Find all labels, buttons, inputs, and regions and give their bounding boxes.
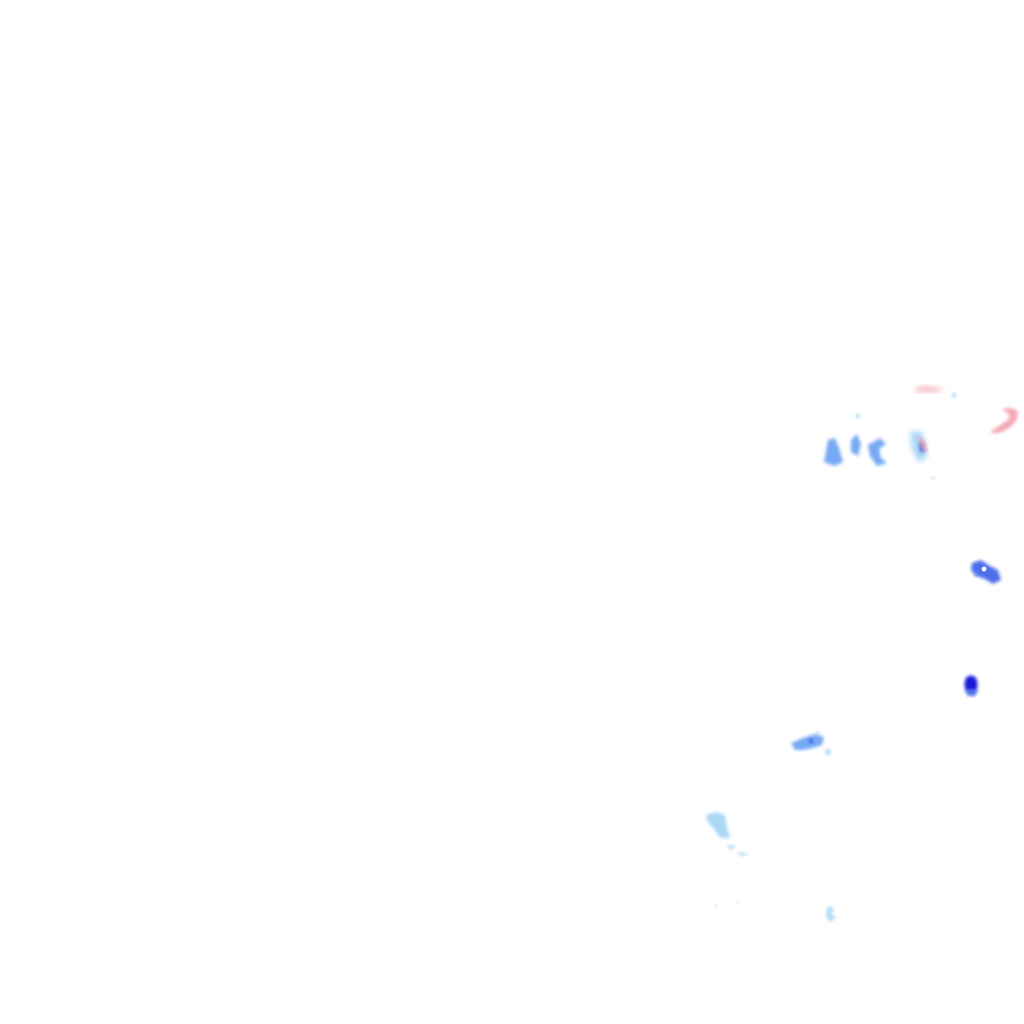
echo-south-light-showers — [706, 812, 836, 922]
echo-south-east-line — [791, 731, 831, 755]
echo-north-east-cluster — [824, 392, 957, 480]
echo-east-cell — [971, 560, 1001, 584]
echo-east-core-cell — [964, 675, 978, 696]
echo-north-east-mixed-band — [913, 386, 1018, 452]
